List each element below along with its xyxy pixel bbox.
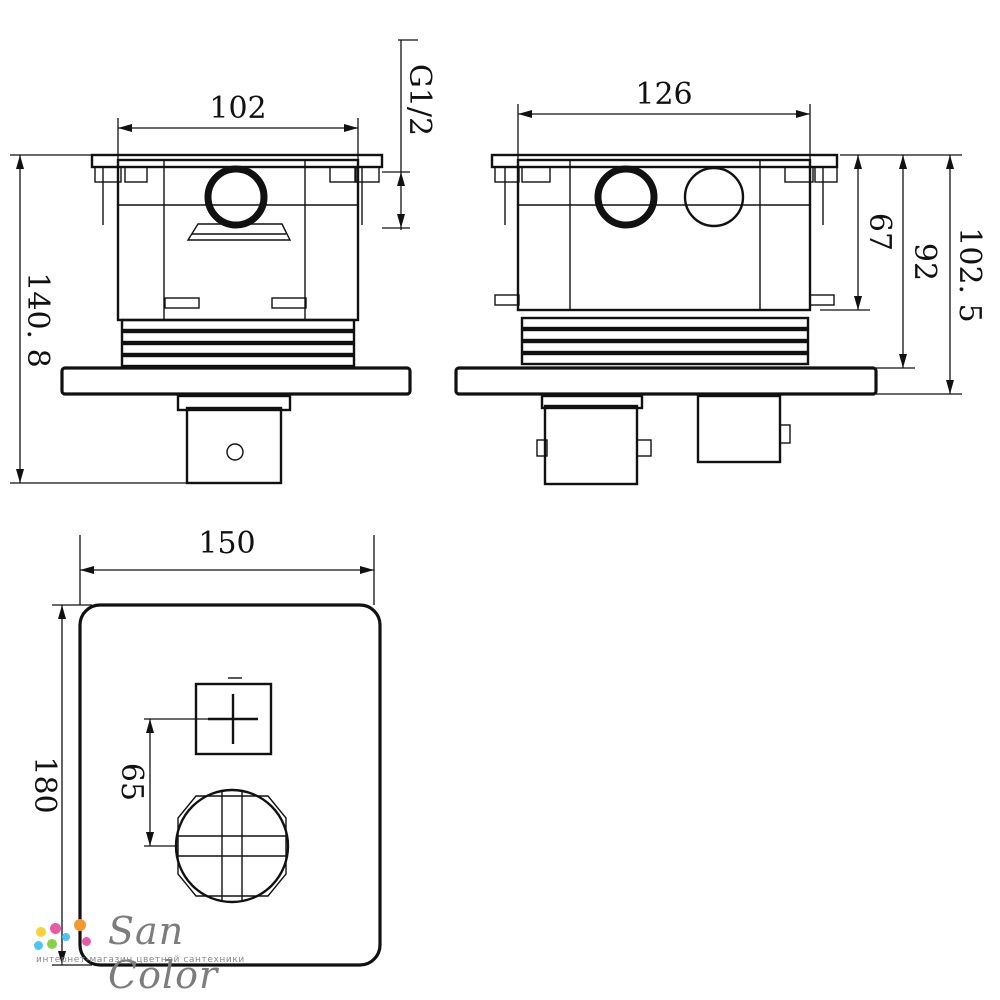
- logo-text: San Color: [108, 909, 219, 997]
- logo-subtitle: интернет-магазин цветной сантехники: [36, 955, 245, 965]
- dim-total-height-label: 140. 8: [20, 272, 55, 367]
- dim-depth-92-label: 92: [907, 243, 942, 281]
- dim-thread-label: G1/2: [402, 64, 437, 136]
- dim-front-width: 102: [117, 91, 359, 160]
- dim-side-width: 126: [517, 77, 811, 160]
- front-view: [60, 153, 412, 485]
- dim-side-width-label: 126: [635, 77, 692, 112]
- dim-depth-67: 67: [820, 154, 897, 311]
- dim-plate-width-label: 150: [198, 526, 255, 561]
- plate-view: [78, 603, 382, 967]
- side-view: [454, 153, 878, 486]
- dim-depth-92: 92: [870, 154, 942, 369]
- dim-plate-width: 150: [79, 526, 375, 605]
- dim-depth-1025-label: 102. 5: [952, 227, 987, 322]
- dim-thread: G1/2: [382, 39, 437, 230]
- dim-plate-height: 180: [27, 604, 92, 966]
- dim-front-width-label: 102: [209, 91, 266, 126]
- dim-handle-spacing-label: 65: [114, 763, 149, 801]
- dim-handle-spacing: 65: [114, 718, 208, 847]
- sancolor-logo: San Color интернет-магазин цветной санте…: [30, 905, 290, 997]
- dim-depth-1025: 102. 5: [876, 154, 987, 395]
- dim-depth-67-label: 67: [862, 213, 897, 251]
- dim-plate-height-label: 180: [27, 756, 62, 813]
- dim-total-height: 140. 8: [10, 154, 187, 484]
